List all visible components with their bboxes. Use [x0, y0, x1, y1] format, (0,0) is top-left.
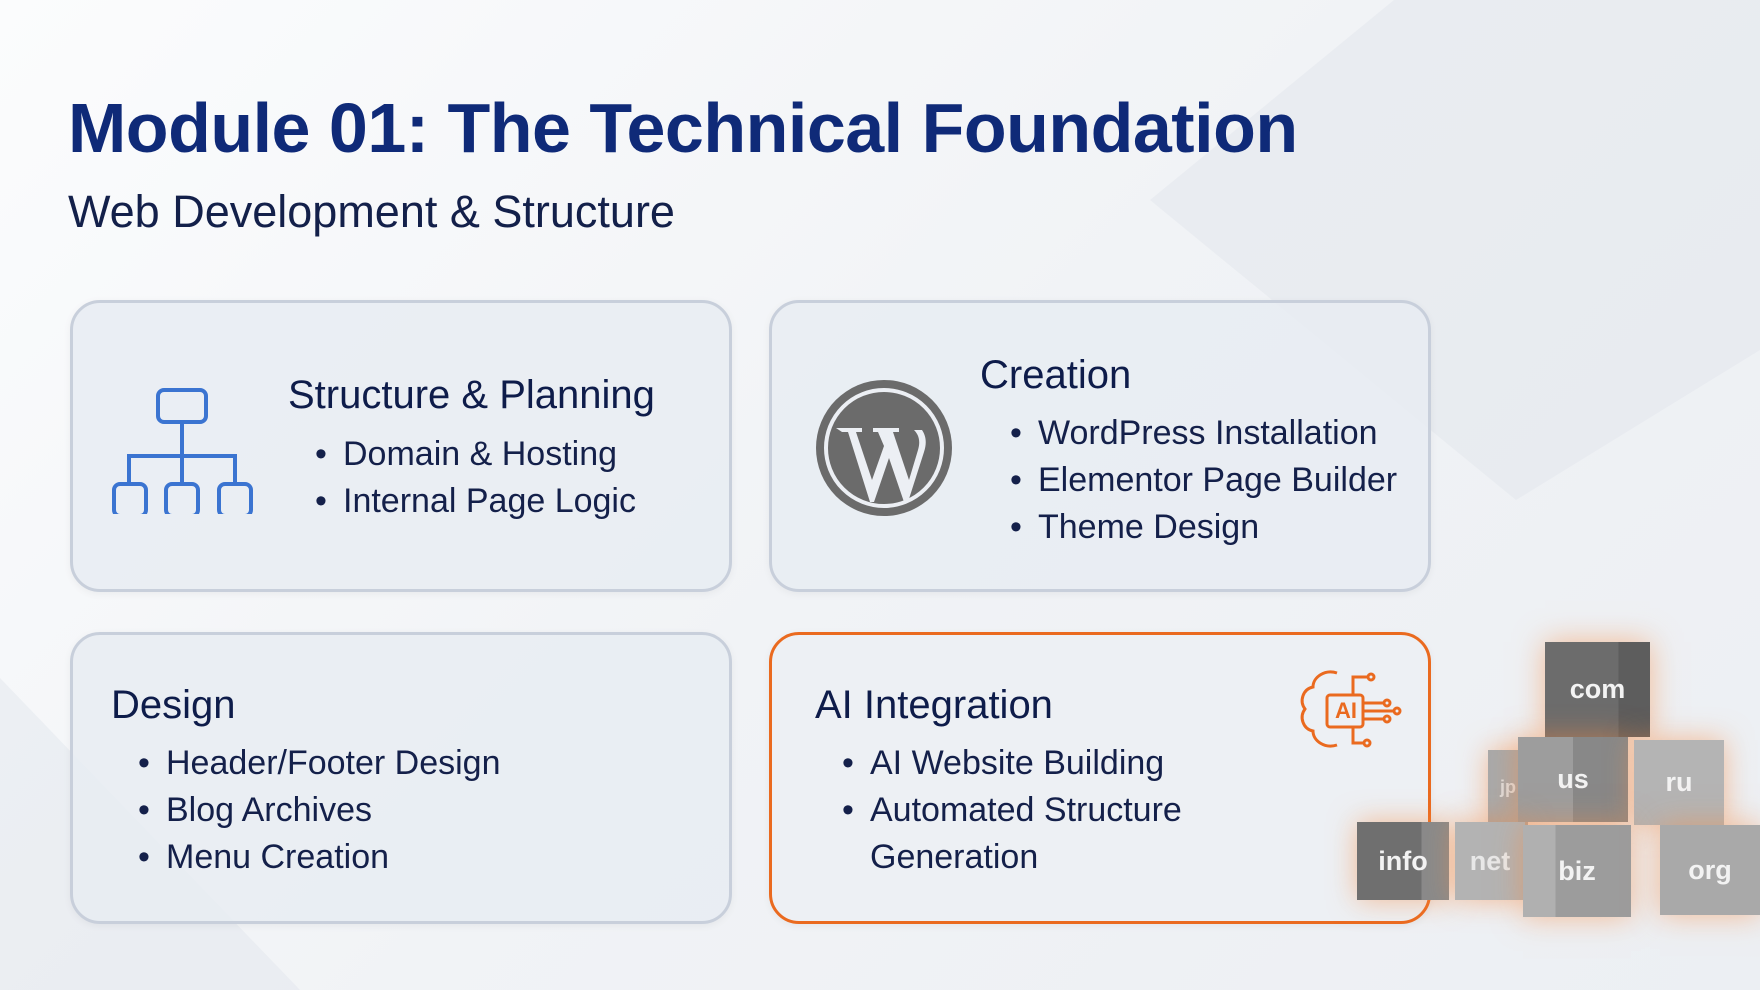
card-ai-integration: AI Integration AI Website Building Autom…: [769, 632, 1431, 924]
sitemap-icon: [112, 388, 253, 514]
bullet-list: AI Website Building Automated Structure …: [842, 740, 1202, 881]
card-heading: Structure & Planning: [288, 373, 655, 417]
list-item: AI Website Building: [842, 740, 1202, 787]
card-structure-planning: Structure & Planning Domain & Hosting In…: [70, 300, 732, 592]
card-design: Design Header/Footer Design Blog Archive…: [70, 632, 732, 924]
card-heading: AI Integration: [815, 683, 1053, 727]
list-item: WordPress Installation: [1010, 410, 1397, 457]
page-title: Module 01: The Technical Foundation: [68, 89, 1298, 167]
bullet-list: WordPress Installation Elementor Page Bu…: [1010, 410, 1397, 551]
list-item: Automated Structure Generation: [842, 787, 1202, 881]
page-subtitle: Web Development & Structure: [68, 186, 675, 237]
cube-net: net: [1455, 822, 1525, 900]
cube-info: info: [1357, 822, 1449, 900]
card-heading: Design: [111, 683, 236, 727]
bullet-list: Header/Footer Design Blog Archives Menu …: [138, 740, 501, 881]
ai-icon-label: AI: [1335, 698, 1357, 723]
ai-brain-chip-icon: [1300, 670, 1402, 748]
list-item: Internal Page Logic: [315, 478, 636, 525]
card-heading: Creation: [980, 353, 1132, 397]
list-item: Blog Archives: [138, 787, 501, 834]
list-item: Menu Creation: [138, 834, 501, 881]
cube-org: org: [1660, 825, 1760, 915]
list-item: Header/Footer Design: [138, 740, 501, 787]
cube-com: com: [1545, 642, 1650, 737]
cube-us: us: [1518, 737, 1628, 822]
card-creation: Creation WordPress Installation Elemento…: [769, 300, 1431, 592]
cube-ru: ru: [1634, 740, 1724, 825]
wordpress-logo-icon: [816, 380, 952, 516]
bullet-list: Domain & Hosting Internal Page Logic: [315, 431, 636, 525]
list-item: Domain & Hosting: [315, 431, 636, 478]
list-item: Elementor Page Builder: [1010, 457, 1397, 504]
cube-biz: biz: [1523, 825, 1631, 917]
list-item: Theme Design: [1010, 504, 1397, 551]
